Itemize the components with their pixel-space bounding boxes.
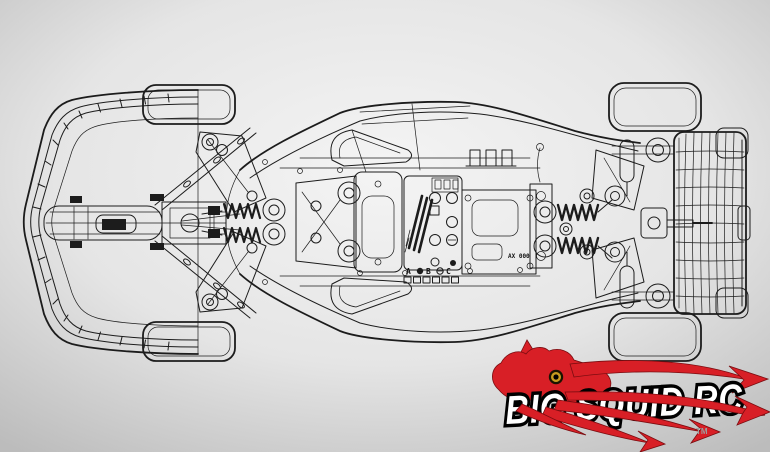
wing-rivets-top — [32, 93, 170, 210]
trademark-mark: TM — [696, 427, 708, 436]
esc-brand-stripes — [404, 194, 434, 254]
body-shell — [225, 100, 675, 344]
antenna-wire — [537, 147, 541, 183]
front-shocks — [201, 198, 286, 246]
squid-eye-icon — [548, 369, 564, 385]
front-tire-top — [142, 84, 236, 125]
tentacle-arrow-bottom — [637, 430, 667, 452]
tentacle-arrow-top — [728, 365, 770, 394]
esc-phase-b: B — [426, 267, 431, 276]
tentacle-arrow-mid — [688, 418, 722, 444]
rear-tire-top — [608, 82, 702, 132]
wing-rivets-bottom — [32, 234, 170, 351]
bigsquid-logo: BIG SQUID RC TM — [492, 339, 770, 452]
esc-phase-labels: A B C — [406, 267, 451, 276]
motor-fins — [465, 143, 544, 183]
esc-phase-c: C — [446, 267, 451, 276]
car-drawing: A B C AX 000 — [22, 82, 751, 362]
front-tire-bottom — [142, 321, 236, 362]
rear-wing — [673, 127, 751, 319]
esc-dot-icon — [416, 267, 424, 275]
squid-tentacles — [515, 391, 770, 452]
esc-unit: A B C — [403, 175, 463, 284]
receiver-box: AX 000 — [461, 189, 537, 275]
tentacle-arrow-right — [734, 395, 770, 426]
front-wing — [22, 89, 199, 355]
esc-phase-a: A — [406, 267, 411, 276]
wing-mesh — [675, 131, 745, 315]
receiver-label: AX 000 — [508, 253, 530, 260]
esc-solder-pads — [403, 276, 459, 284]
rear-shocks — [556, 199, 613, 259]
steering-servo — [353, 171, 403, 273]
wing-endplate-bottom — [715, 287, 749, 319]
wing-endplate-top — [715, 127, 749, 159]
